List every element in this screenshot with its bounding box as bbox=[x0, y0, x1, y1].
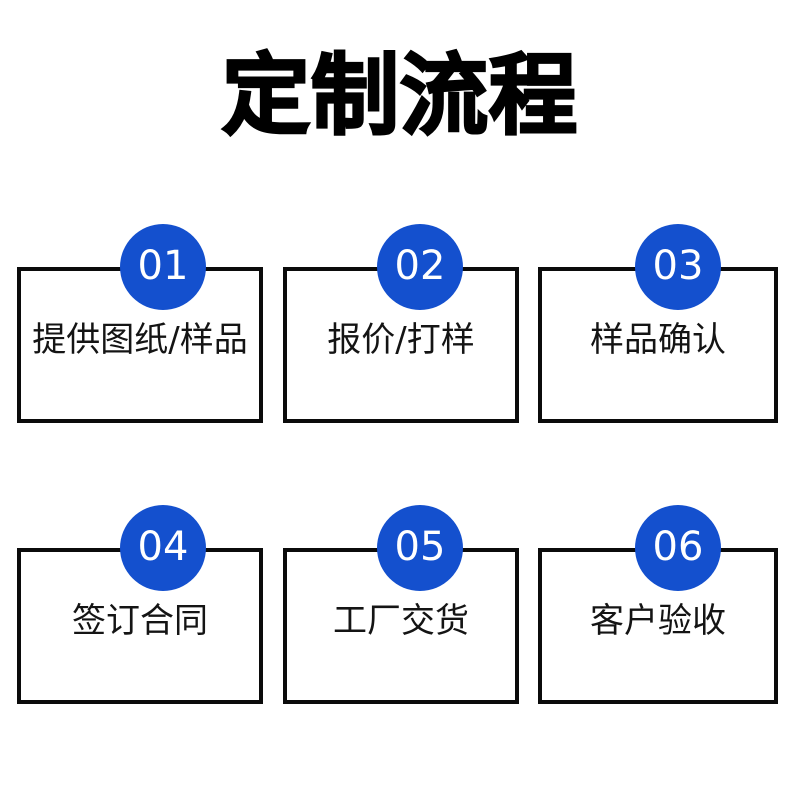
step-number-06: 06 bbox=[652, 524, 704, 570]
process-row-1: 01 提供图纸/样品 02 报价/打样 03 样品确认 bbox=[17, 224, 778, 423]
step-label-05: 工厂交货 bbox=[333, 601, 469, 641]
step-number-badge-03: 03 bbox=[635, 224, 721, 310]
step-number-01: 01 bbox=[137, 243, 189, 289]
step-number-03: 03 bbox=[652, 243, 704, 289]
step-number-02: 02 bbox=[394, 243, 446, 289]
process-step-02[interactable]: 02 报价/打样 bbox=[283, 224, 519, 423]
step-number-badge-04: 04 bbox=[120, 505, 206, 591]
page-title: 定制流程 bbox=[221, 44, 579, 147]
step-label-01: 提供图纸/样品 bbox=[32, 320, 248, 360]
page-title-container: 定制流程 bbox=[0, 44, 800, 147]
step-label-03: 样品确认 bbox=[590, 320, 726, 360]
step-number-05: 05 bbox=[394, 524, 446, 570]
process-step-05[interactable]: 05 工厂交货 bbox=[283, 505, 519, 704]
step-number-badge-05: 05 bbox=[377, 505, 463, 591]
step-label-06: 客户验收 bbox=[590, 601, 726, 641]
process-step-04[interactable]: 04 签订合同 bbox=[17, 505, 263, 704]
process-step-03[interactable]: 03 样品确认 bbox=[538, 224, 778, 423]
step-number-badge-02: 02 bbox=[377, 224, 463, 310]
process-step-06[interactable]: 06 客户验收 bbox=[538, 505, 778, 704]
step-label-02: 报价/打样 bbox=[327, 320, 475, 360]
step-number-badge-06: 06 bbox=[635, 505, 721, 591]
process-row-2: 04 签订合同 05 工厂交货 06 客户验收 bbox=[17, 505, 778, 704]
process-steps-grid: 01 提供图纸/样品 02 报价/打样 03 样品确认 04 bbox=[17, 224, 778, 705]
step-number-badge-01: 01 bbox=[120, 224, 206, 310]
step-label-04: 签订合同 bbox=[72, 601, 208, 641]
process-step-01[interactable]: 01 提供图纸/样品 bbox=[17, 224, 263, 423]
step-number-04: 04 bbox=[137, 524, 189, 570]
